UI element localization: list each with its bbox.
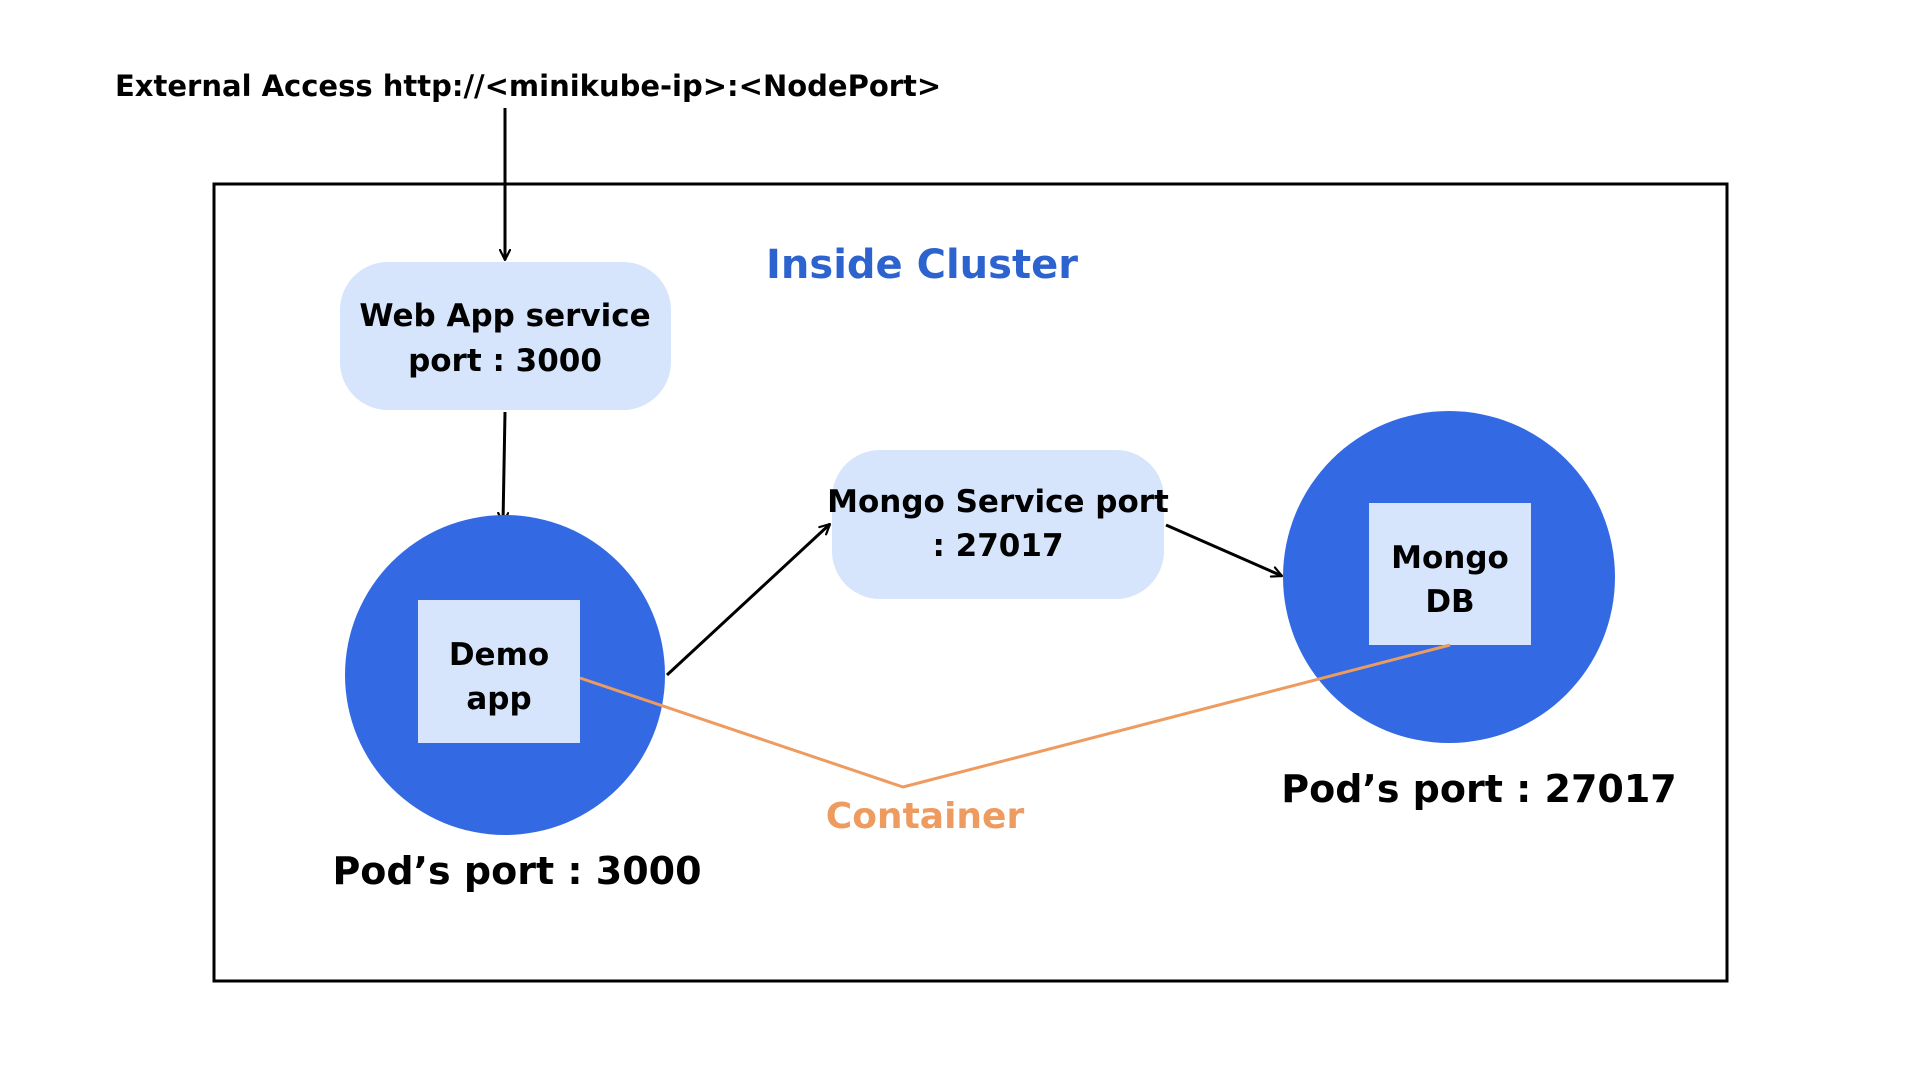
mongo-service-node (832, 450, 1164, 599)
cluster-title: Inside Cluster (766, 242, 1078, 288)
web-service-to-demo-pod-arrow (503, 411, 505, 523)
mongo-db-container-label-line1: Mongo (1391, 540, 1509, 576)
web-app-service-label-line1: Web App service (359, 298, 650, 334)
web-app-service-node (340, 262, 671, 410)
web-app-service-label-line2: port : 3000 (408, 343, 602, 379)
mongo-service-label-line2: : 27017 (932, 528, 1063, 564)
external-access-label: External Access http://<minikube-ip>:<No… (115, 69, 941, 103)
mongo-service-to-mongo-pod-arrow (1165, 523, 1282, 576)
container-label: Container (826, 796, 1025, 837)
demo-app-container-label-line1: Demo (449, 637, 549, 673)
mongo-service-label-line1: Mongo Service port (827, 484, 1169, 520)
demo-pod-port-label: Pod’s port : 3000 (332, 849, 701, 893)
mongo-db-container (1369, 503, 1531, 645)
demo-pod-to-mongo-service-arrow (665, 522, 830, 677)
mongo-db-container-label-line2: DB (1425, 584, 1474, 620)
mongo-pod-port-label: Pod’s port : 27017 (1281, 767, 1677, 811)
container-connector-line (579, 643, 1451, 789)
cluster-boundary (212, 182, 1729, 983)
demo-app-container (418, 600, 580, 743)
demo-app-container-label-line2: app (466, 681, 531, 717)
